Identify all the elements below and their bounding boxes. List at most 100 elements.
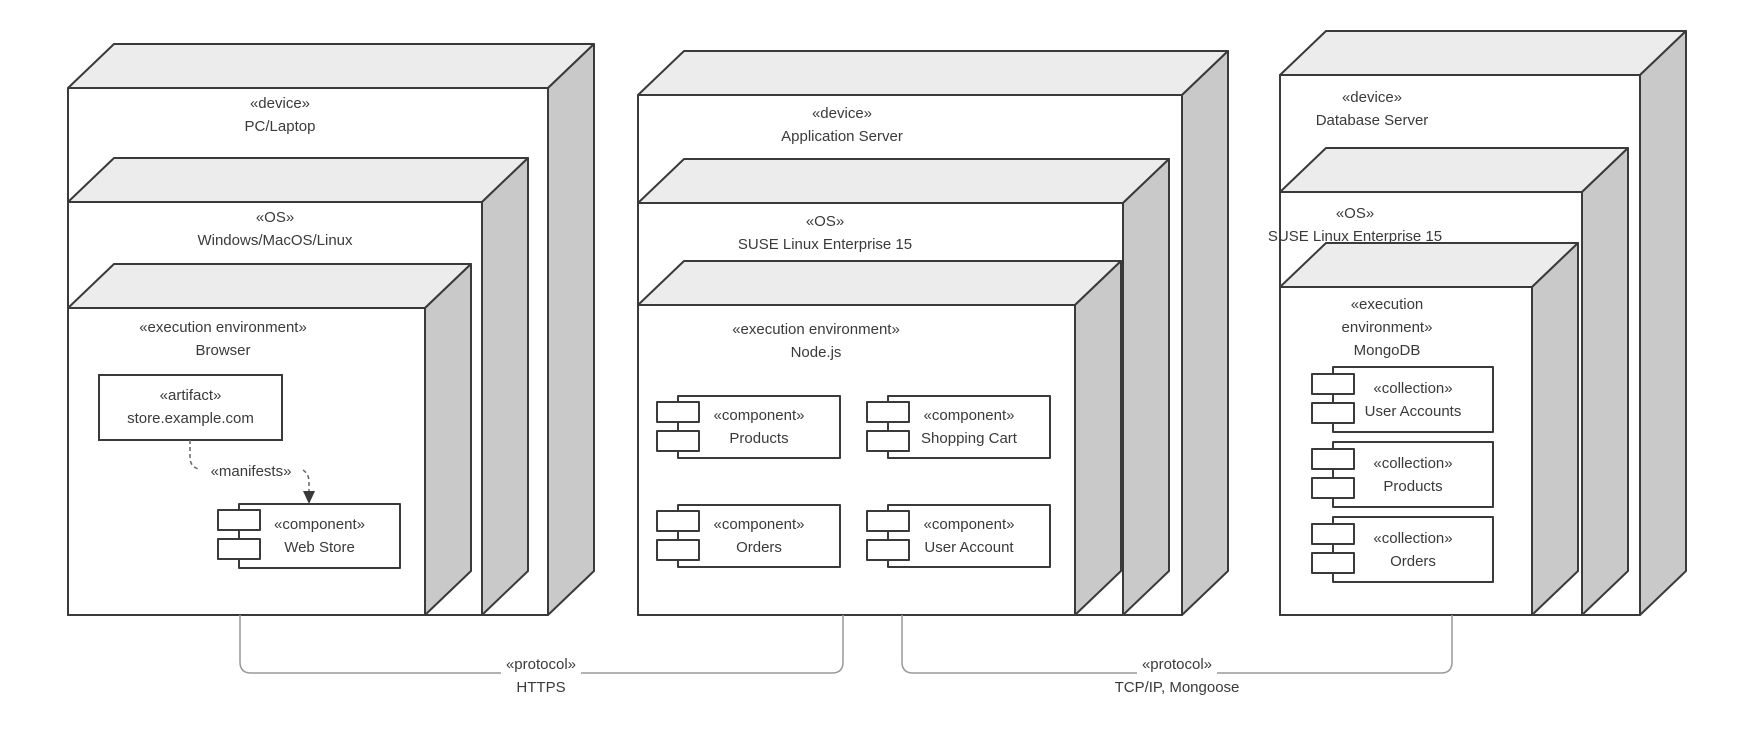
orders-collection-label: «collection» Orders bbox=[1333, 527, 1493, 573]
node-name: Application Server bbox=[781, 128, 903, 145]
shoppingcart-component-box bbox=[887, 395, 1051, 459]
protocol-name: HTTPS bbox=[516, 679, 566, 696]
app-device-label: «device» Application Server bbox=[642, 102, 1042, 148]
products-collection-label: «collection» Products bbox=[1333, 452, 1493, 498]
component-name: Shopping Cart bbox=[921, 430, 1017, 447]
app-os-side-face bbox=[1122, 158, 1170, 616]
component-name: User Account bbox=[924, 539, 1014, 556]
stereotype: «component» bbox=[274, 516, 365, 533]
pc-device-label: «device» PC/Laptop bbox=[130, 92, 430, 138]
stereotype: «device» bbox=[811, 105, 873, 122]
stereotype: «device» bbox=[249, 95, 311, 112]
stereotype: «collection» bbox=[1373, 530, 1453, 547]
stereotype: «collection» bbox=[1373, 455, 1453, 472]
orders-component-box bbox=[677, 504, 841, 568]
products-component-box bbox=[677, 395, 841, 459]
https-protocol-label: «protocol» HTTPS bbox=[441, 653, 641, 699]
component-icon bbox=[1311, 373, 1355, 395]
stereotype: «collection» bbox=[1373, 380, 1453, 397]
protocol-name: TCP/IP, Mongoose bbox=[1114, 679, 1240, 696]
collection-name: Products bbox=[1383, 478, 1443, 495]
component-boxes bbox=[217, 366, 1494, 583]
db-os-side-face bbox=[1581, 147, 1629, 616]
component-name: Orders bbox=[736, 539, 782, 556]
app-node-side-face bbox=[1074, 260, 1122, 616]
component-icon bbox=[656, 510, 700, 532]
component-icon bbox=[656, 430, 700, 452]
component-name: Web Store bbox=[284, 539, 355, 556]
pc-os-side-face bbox=[481, 157, 529, 616]
orders-collection-box bbox=[1332, 516, 1494, 583]
products-collection-box bbox=[1332, 441, 1494, 508]
db-mongo-top-face bbox=[1279, 242, 1579, 288]
component-icon bbox=[1311, 448, 1355, 470]
shoppingcart-component-label: «component» Shopping Cart bbox=[888, 404, 1050, 450]
component-icon bbox=[866, 401, 910, 423]
node-name: Browser bbox=[195, 342, 251, 359]
useraccount-component-box bbox=[887, 504, 1051, 568]
node-name: PC/Laptop bbox=[244, 118, 316, 135]
useraccounts-collection-label: «collection» User Accounts bbox=[1333, 377, 1493, 423]
stereotype: «component» bbox=[923, 407, 1015, 424]
component-icon bbox=[1311, 477, 1355, 499]
app-os-top-face bbox=[637, 158, 1170, 204]
db-os-label: «OS» SUSE Linux Enterprise 15 bbox=[1205, 202, 1505, 248]
pc-browser-top-face bbox=[67, 263, 472, 309]
node-name: Database Server bbox=[1315, 112, 1429, 129]
stereotype: «execution environment» bbox=[1341, 296, 1433, 336]
collection-name: User Accounts bbox=[1364, 403, 1462, 420]
tcpip-protocol-label: «protocol» TCP/IP, Mongoose bbox=[1067, 653, 1287, 699]
component-icon bbox=[1311, 402, 1355, 424]
component-icon bbox=[217, 509, 261, 531]
app-os-label: «OS» SUSE Linux Enterprise 15 bbox=[625, 210, 1025, 256]
artifact-name: store.example.com bbox=[127, 410, 254, 427]
component-icon bbox=[217, 538, 261, 560]
useraccounts-collection-box bbox=[1332, 366, 1494, 433]
pc-browser-side-face bbox=[424, 263, 472, 616]
component-icon bbox=[1311, 552, 1355, 574]
node-name: SUSE Linux Enterprise 15 bbox=[737, 236, 913, 253]
orders-component-label: «component» Orders bbox=[678, 513, 840, 559]
stereotype: «artifact» bbox=[159, 387, 222, 404]
pc-os-label: «OS» Windows/MacOS/Linux bbox=[125, 206, 425, 252]
artifact-box bbox=[98, 374, 283, 441]
db-device-label: «device» Database Server bbox=[1222, 86, 1522, 132]
db-device-top-face bbox=[1279, 30, 1687, 76]
component-icon bbox=[866, 510, 910, 532]
pc-os-top-face bbox=[67, 157, 529, 203]
pc-device-side-face bbox=[547, 43, 595, 616]
db-os-top-face bbox=[1279, 147, 1629, 193]
webstore-component-label: «component» Web Store bbox=[239, 513, 400, 559]
manifests-dashed-arrow bbox=[189, 440, 310, 491]
stereotype: «device» bbox=[1341, 89, 1403, 106]
manifests-arrowhead-icon bbox=[303, 491, 315, 504]
stereotype: «component» bbox=[713, 407, 805, 424]
manifests-label: «manifests» bbox=[191, 460, 311, 483]
artifact-label: «artifact» store.example.com bbox=[99, 384, 282, 430]
component-name: Products bbox=[729, 430, 789, 447]
app-device-side-face bbox=[1181, 50, 1229, 616]
node-name: MongoDB bbox=[1353, 342, 1421, 359]
node-name: Node.js bbox=[790, 344, 842, 361]
useraccount-component-label: «component» User Account bbox=[888, 513, 1050, 559]
manifests-dash-left bbox=[189, 440, 200, 470]
stereotype: «OS» bbox=[255, 209, 295, 226]
app-env-label: «execution environment» Node.js bbox=[616, 318, 1016, 364]
stereotype: «execution environment» bbox=[732, 321, 900, 338]
stereotype: «component» bbox=[923, 516, 1015, 533]
db-device-side-face bbox=[1639, 30, 1687, 616]
component-icon bbox=[1311, 523, 1355, 545]
collection-name: Orders bbox=[1390, 553, 1436, 570]
stereotype: «OS» bbox=[805, 213, 845, 230]
db-env-label: «execution environment» MongoDB bbox=[1327, 293, 1447, 362]
app-node-top-face bbox=[637, 260, 1122, 306]
manifests-dash-right bbox=[302, 469, 310, 491]
stereotype: «OS» bbox=[1335, 205, 1375, 222]
app-device-top-face bbox=[637, 50, 1229, 96]
stereotype: «execution environment» bbox=[139, 319, 307, 336]
db-mongo-side-face bbox=[1531, 242, 1579, 616]
webstore-component-box bbox=[238, 503, 401, 569]
component-icon bbox=[866, 539, 910, 561]
